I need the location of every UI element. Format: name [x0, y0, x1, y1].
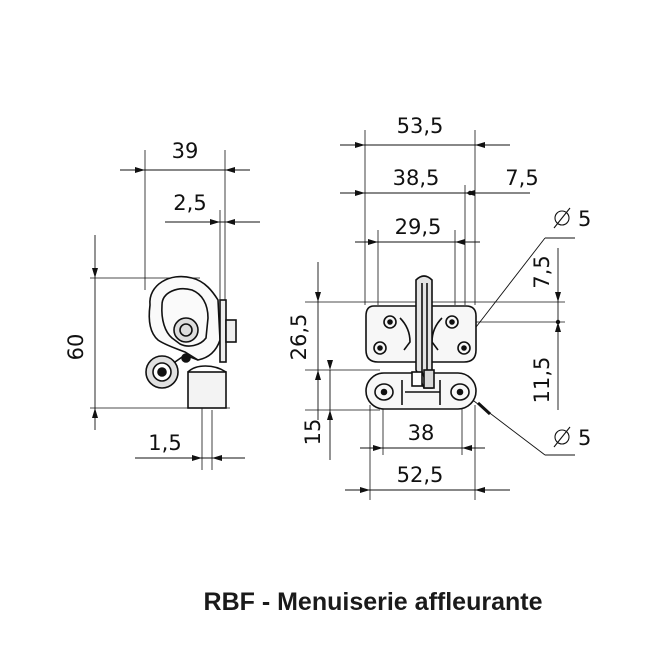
- label-front-vert-upper: 26,5: [287, 314, 311, 361]
- label-front-total-top: 53,5: [397, 114, 444, 138]
- front-hook: [405, 275, 440, 393]
- label-front-vert-b: 11,5: [530, 357, 554, 404]
- label-side-height: 60: [64, 334, 88, 361]
- label-front-vert-lower: 15: [301, 419, 325, 446]
- label-hole-bottom: 5: [578, 426, 591, 450]
- side-view: [90, 150, 260, 470]
- label-side-gap: 2,5: [173, 191, 206, 215]
- label-front-right: 7,5: [505, 166, 538, 190]
- front-view: [305, 130, 575, 500]
- label-front-vert-a: 7,5: [530, 255, 554, 288]
- front-lower-plate: [365, 372, 477, 410]
- side-hook: [145, 275, 237, 409]
- label-front-inner: 29,5: [395, 215, 442, 239]
- label-side-width: 39: [172, 139, 199, 163]
- label-hole-top: 5: [578, 207, 591, 231]
- label-front-total-bottom: 52,5: [397, 463, 444, 487]
- label-front-bottom-inner: 38: [408, 421, 435, 445]
- label-side-bottom: 1,5: [148, 431, 181, 455]
- label-front-mid: 38,5: [393, 166, 440, 190]
- product-caption: RBF - Menuiserie affleurante: [203, 588, 543, 616]
- dimension-labels: 39 2,5 60 1,5 53,5 38,5 7,5 29,5 5 7,5 2…: [64, 114, 591, 487]
